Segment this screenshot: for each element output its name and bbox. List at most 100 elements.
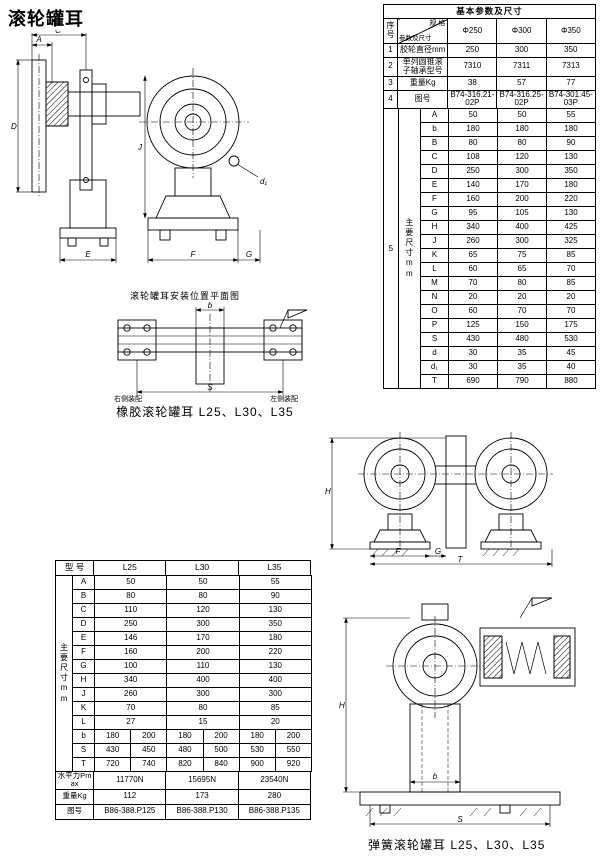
dim-f-label: F — [191, 250, 197, 259]
table-cell: 120 — [497, 150, 547, 166]
model-dims-label-cell: 主要尺寸mm — [55, 575, 73, 772]
table-cell: 180 — [238, 631, 313, 646]
table-cell: 790 — [497, 374, 547, 390]
table-cell: 200 — [130, 729, 168, 744]
table-cell: 60 — [448, 262, 498, 278]
table-cell: 80 — [448, 136, 498, 152]
plan-view-labels: b S 右侧装配 左侧装配 — [114, 301, 298, 402]
side-view-geometry — [31, 54, 259, 247]
params-table-title: 基本参数及尺寸 — [383, 4, 596, 19]
cell: 77 — [545, 75, 597, 91]
table-cell: 23540N — [237, 771, 312, 790]
dim-h-label: H — [339, 701, 345, 710]
table-cell: B86-388.P130 — [165, 803, 239, 820]
table-cell: 35 — [497, 360, 547, 376]
spring-view-dimension-labels: H b S — [339, 701, 463, 824]
dim-b-label: b — [208, 301, 213, 310]
table-cell: 180 — [546, 178, 596, 194]
table-cell: K — [71, 701, 96, 716]
table-cell: 170 — [166, 631, 240, 646]
left-assembly-label: 左侧装配 — [270, 394, 298, 402]
table-cell: 175 — [546, 318, 596, 334]
cell: 胶轮直径mm — [397, 43, 449, 58]
table-cell: 250 — [94, 617, 168, 632]
table-cell: 300 — [238, 687, 313, 702]
table-cell: 900 — [238, 757, 276, 772]
table-cell: 880 — [546, 374, 596, 390]
table-cell: 350 — [238, 617, 313, 632]
table-cell: A — [71, 575, 96, 590]
table-cell: 70 — [448, 276, 498, 292]
table-cell: C — [71, 603, 96, 618]
table-cell: 130 — [238, 659, 313, 674]
table-cell: 55 — [238, 575, 313, 590]
table-cell: S — [71, 743, 96, 758]
dim-e-label: E — [85, 250, 91, 259]
dim-b-label: b — [433, 772, 438, 781]
table-cell: 530 — [546, 332, 596, 348]
model-header: Φ350 — [545, 18, 597, 44]
table-cell: D — [420, 164, 449, 180]
table-cell: 400 — [238, 673, 313, 688]
cell: 4 — [382, 89, 399, 110]
spring-view-dimension-lines — [343, 617, 551, 827]
front-view-drawing: H F G T — [325, 432, 553, 567]
cell: 7310 — [447, 57, 498, 77]
table-cell: 30 — [448, 360, 498, 376]
front-view-dimension-lines — [329, 437, 553, 567]
table-cell: C — [420, 150, 449, 166]
table-cell: 146 — [94, 631, 168, 646]
table-cell: b — [420, 122, 449, 138]
right-assembly-label: 右侧装配 — [114, 394, 142, 402]
cell: B74-301.45-03P — [545, 89, 597, 110]
table-cell: 720 — [94, 757, 132, 772]
model-header: Φ250 — [447, 18, 498, 44]
table-cell: T — [71, 757, 96, 772]
table-cell: G — [71, 659, 96, 674]
table-cell: 340 — [448, 220, 498, 236]
cell: 7313 — [545, 57, 597, 77]
table-cell: 400 — [497, 220, 547, 236]
table-cell: J — [71, 687, 96, 702]
dim-d1-label: d₁ — [260, 177, 267, 186]
dims-label-cell: 主要尺寸mm — [397, 108, 421, 390]
params-table: 基本参数及尺寸 序号 规 格 参数及尺寸 Φ250 Φ300 Φ350 1 胶轮… — [382, 4, 597, 110]
table-cell: 530 — [238, 743, 276, 758]
table-cell: d₁ — [420, 360, 449, 376]
table-cell: 340 — [94, 673, 168, 688]
dim-d-label: D — [11, 122, 17, 131]
table-cell: O — [420, 304, 449, 320]
table-cell: 20 — [497, 290, 547, 306]
cell: 2 — [382, 57, 399, 77]
table-cell: 85 — [546, 276, 596, 292]
table-cell: 300 — [497, 164, 547, 180]
plan-view-caption: 滚轮罐耳安装位置平面图 — [130, 291, 241, 301]
table-cell: 280 — [237, 788, 312, 805]
table-cell: 80 — [497, 136, 547, 152]
table-cell: B86-388.P135 — [237, 803, 312, 820]
table-cell: 112 — [93, 788, 167, 805]
table-cell: 85 — [546, 248, 596, 264]
side-view-dimension-lines — [16, 33, 261, 263]
table-cell: 50 — [94, 575, 168, 590]
table-cell: 300 — [166, 617, 240, 632]
table-cell: 220 — [546, 192, 596, 208]
spring-view-geometry — [359, 597, 576, 817]
table-cell: S — [420, 332, 449, 348]
table-cell: 500 — [202, 743, 240, 758]
